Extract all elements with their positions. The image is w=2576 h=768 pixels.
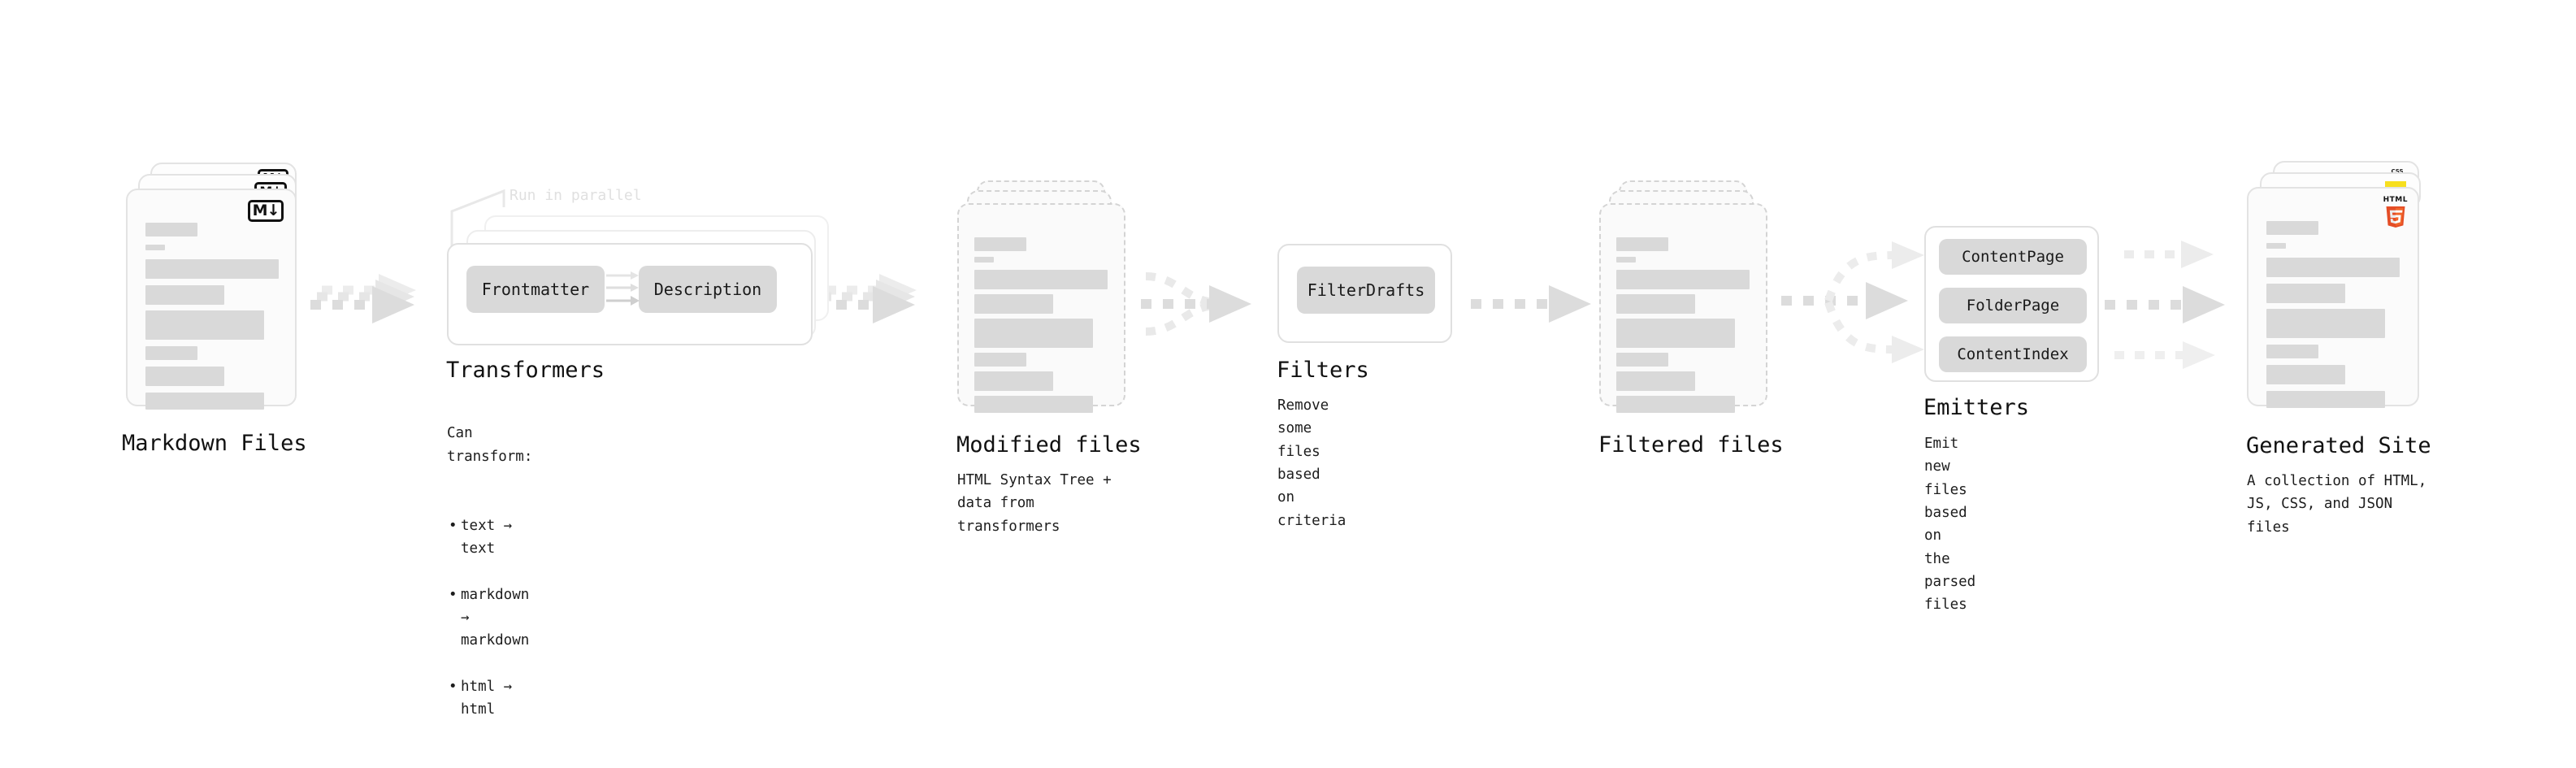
arrow-markdown-to-transformers	[310, 274, 416, 323]
stage-subtitle-generated-site: A collection of HTML, JS, CSS, and JSON …	[2247, 473, 2427, 536]
pipeline-diagram: M↓ M↓ M↓ Markdown Files Run in parallel	[0, 0, 2576, 681]
generated-file-stack: CSS HTML	[2247, 161, 2434, 421]
chip-contentindex[interactable]: ContentIndex	[1939, 336, 2087, 372]
stage-generated-site: CSS HTML	[2246, 161, 2434, 536]
skeleton-line	[2266, 221, 2318, 235]
transform-bullet: text → text	[449, 514, 532, 561]
arrow-filtered-to-emitters	[1781, 241, 1924, 363]
transform-heading: Can transform:	[447, 425, 533, 465]
chip-contentpage[interactable]: ContentPage	[1939, 239, 2087, 275]
inner-arrows	[606, 271, 640, 306]
chip-frontmatter[interactable]: Frontmatter	[466, 266, 605, 313]
transformer-panel: Frontmatter Description	[447, 243, 813, 345]
stage-markdown-files: M↓ M↓ M↓ Markdown Files	[122, 163, 313, 456]
skeleton-line	[974, 371, 1053, 391]
skeleton-line	[974, 396, 1093, 413]
skeleton-line	[1616, 257, 1636, 263]
chip-folderpage[interactable]: FolderPage	[1939, 288, 2087, 323]
stage-title-generated-site: Generated Site	[2246, 433, 2431, 458]
skeleton-line	[2266, 284, 2345, 303]
skeleton-line	[974, 319, 1093, 348]
arrow-transformers-to-modified	[814, 274, 917, 323]
stage-modified-files: Modified files HTML Syntax Tree + data f…	[956, 180, 1142, 535]
filtered-file-stack	[1599, 180, 1778, 424]
transform-bullet-list: text → text markdown → markdown html → h…	[447, 491, 532, 744]
file-card-front	[957, 203, 1125, 413]
skeleton-line	[2266, 258, 2400, 277]
chip-description[interactable]: Description	[639, 266, 777, 313]
file-card-front: M↓	[126, 189, 297, 410]
skeleton-line	[974, 237, 1026, 251]
file-card-front: HTML	[2247, 187, 2419, 408]
markdown-badge: M↓	[248, 200, 284, 222]
filters-panel: FilterDrafts	[1277, 244, 1452, 343]
skeleton-line	[1616, 237, 1668, 251]
emitters-panel: ContentPage FolderPage ContentIndex	[1924, 226, 2099, 382]
transform-bullet: html → html	[449, 675, 532, 722]
stage-filtered-files: Filtered files	[1598, 180, 1784, 458]
skeleton-line	[145, 259, 279, 279]
skeleton-line	[974, 270, 1108, 289]
stage-subtitle-emitters: Emit new files based on the parsed files	[1924, 436, 1976, 614]
modified-file-stack	[957, 180, 1136, 424]
stage-subtitle-filters: Remove some files based on criteria	[1277, 397, 1347, 529]
css-label: CSS	[2391, 168, 2404, 175]
skeleton-line	[2266, 309, 2385, 338]
stage-title-modified-files: Modified files	[956, 432, 1142, 458]
transform-bullet: markdown → markdown	[449, 584, 532, 653]
skeleton-line	[974, 353, 1026, 367]
stage-title-transformers: Transformers	[446, 358, 605, 383]
skeleton-line	[1616, 371, 1695, 391]
skeleton-line	[145, 367, 224, 386]
stage-title-emitters: Emitters	[1923, 395, 2030, 420]
chip-filterdrafts[interactable]: FilterDrafts	[1297, 267, 1435, 314]
file-card-front	[1599, 203, 1767, 413]
arrow-emitters-to-site	[2105, 241, 2225, 369]
skeleton-line	[145, 310, 264, 340]
skeleton-line	[2266, 391, 2385, 408]
skeleton-line	[2266, 243, 2286, 249]
skeleton-line	[2266, 365, 2345, 384]
skeleton-line	[974, 294, 1053, 314]
skeleton-line	[145, 393, 264, 410]
skeleton-line	[145, 285, 224, 305]
run-in-parallel-label: Run in parallel	[510, 187, 642, 204]
skeleton-line	[974, 257, 994, 263]
stage-subtitle-modified-files: HTML Syntax Tree + data from transformer…	[957, 472, 1112, 535]
skeleton-line	[145, 245, 165, 250]
skeleton-line	[145, 346, 197, 360]
arrow-filters-to-filtered	[1471, 285, 1591, 323]
stage-subtitle-transformers: Can transform: text → text markdown → ma…	[447, 399, 532, 768]
skeleton-line	[1616, 270, 1750, 289]
skeleton-line	[1616, 353, 1668, 367]
skeleton-line	[2266, 345, 2318, 358]
stage-title-markdown-files: Markdown Files	[122, 431, 307, 456]
html5-label: HTML	[2383, 196, 2408, 204]
stage-title-filtered-files: Filtered files	[1598, 432, 1784, 458]
skeleton-line	[145, 223, 197, 236]
skeleton-line	[1616, 294, 1695, 314]
skeleton-line	[1616, 396, 1735, 413]
html5-badge: HTML	[2383, 197, 2408, 229]
stage-title-filters: Filters	[1277, 358, 1369, 383]
html5-shield-icon	[2386, 206, 2405, 228]
arrow-modified-to-filters	[1141, 272, 1251, 336]
markdown-file-stack: M↓ M↓ M↓	[126, 163, 313, 423]
skeleton-line	[1616, 319, 1735, 348]
